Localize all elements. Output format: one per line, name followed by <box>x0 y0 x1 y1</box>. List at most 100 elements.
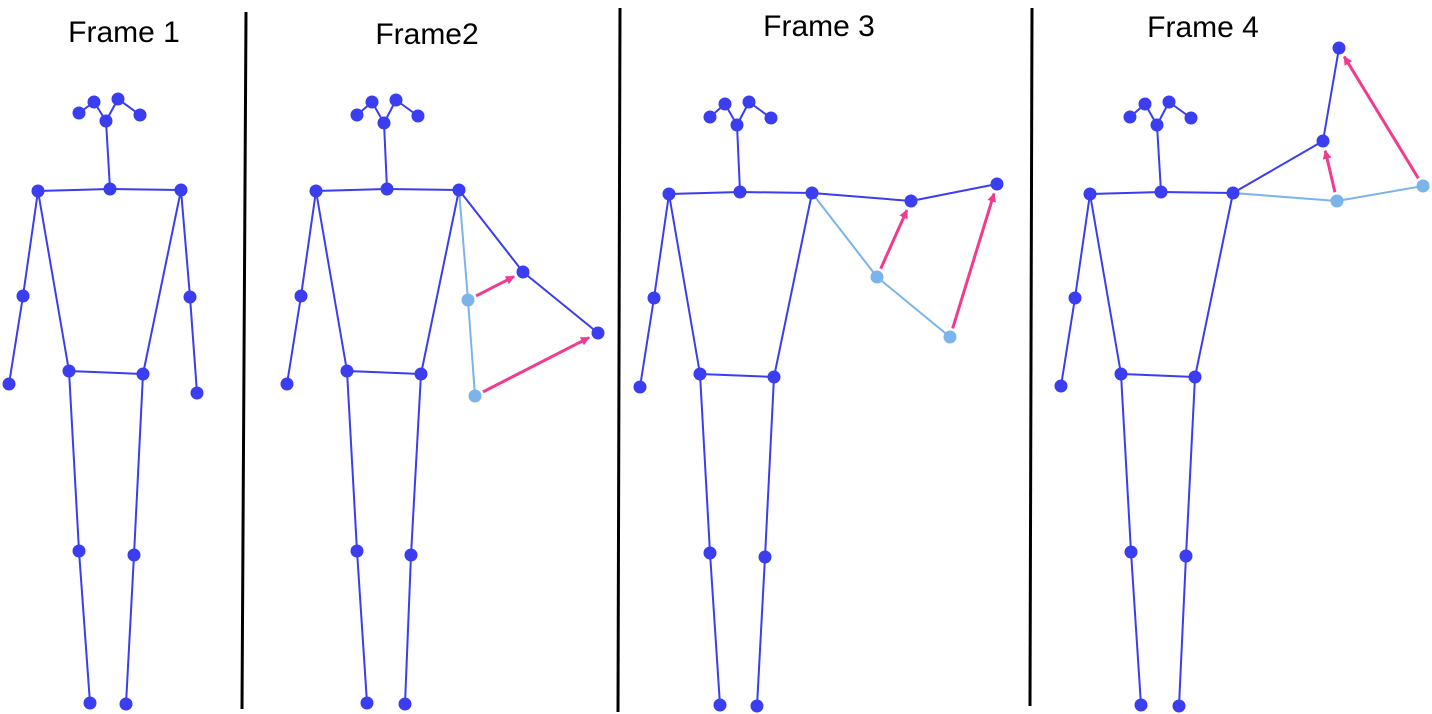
frame-1-right-ankle-joint <box>119 697 133 711</box>
frame-1-title: Frame 1 <box>68 16 180 49</box>
frame-2-left-knee-joint <box>350 544 364 558</box>
frame-1-left-shin <box>78 550 91 704</box>
frame-3-left-elbow-joint <box>647 291 661 305</box>
frame-4-head-joint <box>1184 111 1198 125</box>
frame-4-left-knee-joint <box>1124 545 1138 559</box>
frame-3-right-shoulder-joint <box>805 186 819 200</box>
frame-3-left-wrist-joint <box>633 380 647 394</box>
frame-2-previous-wrist-joint <box>468 389 482 403</box>
frame-2-head-joint <box>350 108 364 122</box>
frame-4-torso-bone <box>1089 193 1122 375</box>
frame-4-previous-forearm <box>1336 185 1424 202</box>
frame-3-head-joint <box>764 111 778 125</box>
frame-1-torso-bone <box>37 190 70 372</box>
frame-3-wrist-motion-arrow <box>951 192 996 329</box>
frame-2-left-elbow-joint <box>294 289 308 303</box>
frame-4-head-joint <box>1150 118 1164 132</box>
frame-3-head-joint <box>742 95 756 109</box>
frame-1-left-wrist-joint <box>2 377 16 391</box>
frame-2-right-knee-joint <box>404 548 418 562</box>
frame-3-left-forearm <box>639 297 655 388</box>
frame-1-head-joint <box>111 92 125 106</box>
frame-3-left-shin <box>709 552 721 706</box>
frame-2-hip-bone <box>346 370 422 375</box>
frame-3-previous-upper-arm <box>811 192 878 278</box>
frame-2-right-forearm <box>522 271 599 334</box>
divider-3 <box>1028 7 1034 707</box>
frame-1-right-wrist-joint <box>190 386 204 400</box>
frame-3-hip-bone <box>699 373 775 378</box>
frame-4-right-forearm <box>1322 47 1340 142</box>
frame-3-previous-wrist-joint <box>943 330 957 344</box>
frame-4-shoulder-bone <box>1160 191 1234 194</box>
frame-4-wrist-motion-arrow <box>1342 55 1420 180</box>
frame-3-right-hip-joint <box>767 370 781 384</box>
frame-4-left-wrist-joint <box>1054 379 1068 393</box>
frame-3-right-ankle-joint <box>750 699 764 713</box>
frame-3-shoulder-bone <box>668 191 741 195</box>
frame-2-right-elbow-joint <box>516 265 530 279</box>
frame-2-right-shoulder-joint <box>452 183 466 197</box>
frame-3-head-joint <box>703 110 717 124</box>
frame-2-neck-joint <box>380 182 394 196</box>
frame-2-head-joint <box>389 93 403 107</box>
frame-4-title: Frame 4 <box>1147 11 1259 44</box>
frame-3-left-knee-joint <box>703 546 717 560</box>
frame-3-left-thigh <box>699 373 711 554</box>
frame-4-right-shin <box>1178 555 1187 707</box>
frame-2-elbow-motion-arrow <box>475 275 515 298</box>
frame-3-right-wrist-joint <box>990 177 1004 191</box>
frame-3-title: Frame 3 <box>763 10 875 43</box>
frame-4-head-joint <box>1138 97 1152 111</box>
frame-2-left-thigh <box>346 370 358 552</box>
frame-2-right-shin <box>404 554 412 705</box>
frame-4-neck-bone <box>1156 124 1162 193</box>
frame-4-left-ankle-joint <box>1134 698 1148 712</box>
frame-2-left-upper-arm <box>300 190 317 297</box>
frame-2-head-joint <box>411 109 425 123</box>
frame-1-right-elbow-joint <box>183 290 197 304</box>
frame-2-right-upper-arm <box>458 189 524 273</box>
frame-2-shoulder-bone <box>386 188 460 191</box>
frame-2-previous-elbow-joint <box>461 293 475 307</box>
frame-2-torso-bone <box>420 189 460 375</box>
frame-3-right-thigh <box>764 376 775 558</box>
frame-3-previous-elbow-joint <box>870 270 884 284</box>
frame-1-left-thigh <box>68 370 80 552</box>
frame-4-left-shin <box>1130 551 1142 706</box>
frame-3-previous-forearm <box>876 276 951 338</box>
frame-3-head-joint <box>730 118 744 132</box>
frame-3-right-upper-arm <box>811 192 912 202</box>
frame-4-head-joint <box>1123 110 1137 124</box>
frame-1-head-joint <box>99 114 113 128</box>
frame-1-head-joint <box>133 108 147 122</box>
frame-4-right-hip-joint <box>1188 370 1202 384</box>
frame-4-left-elbow-joint <box>1068 291 1082 305</box>
frame-1-head-joint <box>72 106 86 120</box>
frame-2-head-joint <box>365 95 379 109</box>
frame-4-right-elbow-joint <box>1316 134 1330 148</box>
frame-1-head-joint <box>87 95 101 109</box>
frame-3-right-knee-joint <box>758 550 772 564</box>
frame-1-right-thigh <box>133 373 144 556</box>
frame-4-right-thigh <box>1185 376 1196 557</box>
frame-2-right-hip-joint <box>414 367 428 381</box>
frame-1-neck-bone <box>105 120 111 190</box>
frame-1-shoulder-bone <box>37 188 111 192</box>
frame-4-right-ankle-joint <box>1172 699 1186 713</box>
frame-1-left-forearm <box>8 295 24 385</box>
frame-3-right-forearm <box>910 183 998 202</box>
frame-2-left-shoulder-joint <box>309 184 323 198</box>
divider-2 <box>616 7 622 713</box>
frame-1-right-knee-joint <box>127 548 141 562</box>
frame-4-left-upper-arm <box>1074 193 1091 299</box>
frame-2-head-joint <box>377 116 391 130</box>
frame-4-right-knee-joint <box>1179 549 1193 563</box>
frame-1-right-forearm <box>189 296 198 394</box>
frame-2-previous-forearm <box>467 299 476 397</box>
frame-1-left-upper-arm <box>22 190 39 297</box>
frame-4-right-shoulder-joint <box>1226 186 1240 200</box>
frame-4-left-forearm <box>1060 297 1076 387</box>
